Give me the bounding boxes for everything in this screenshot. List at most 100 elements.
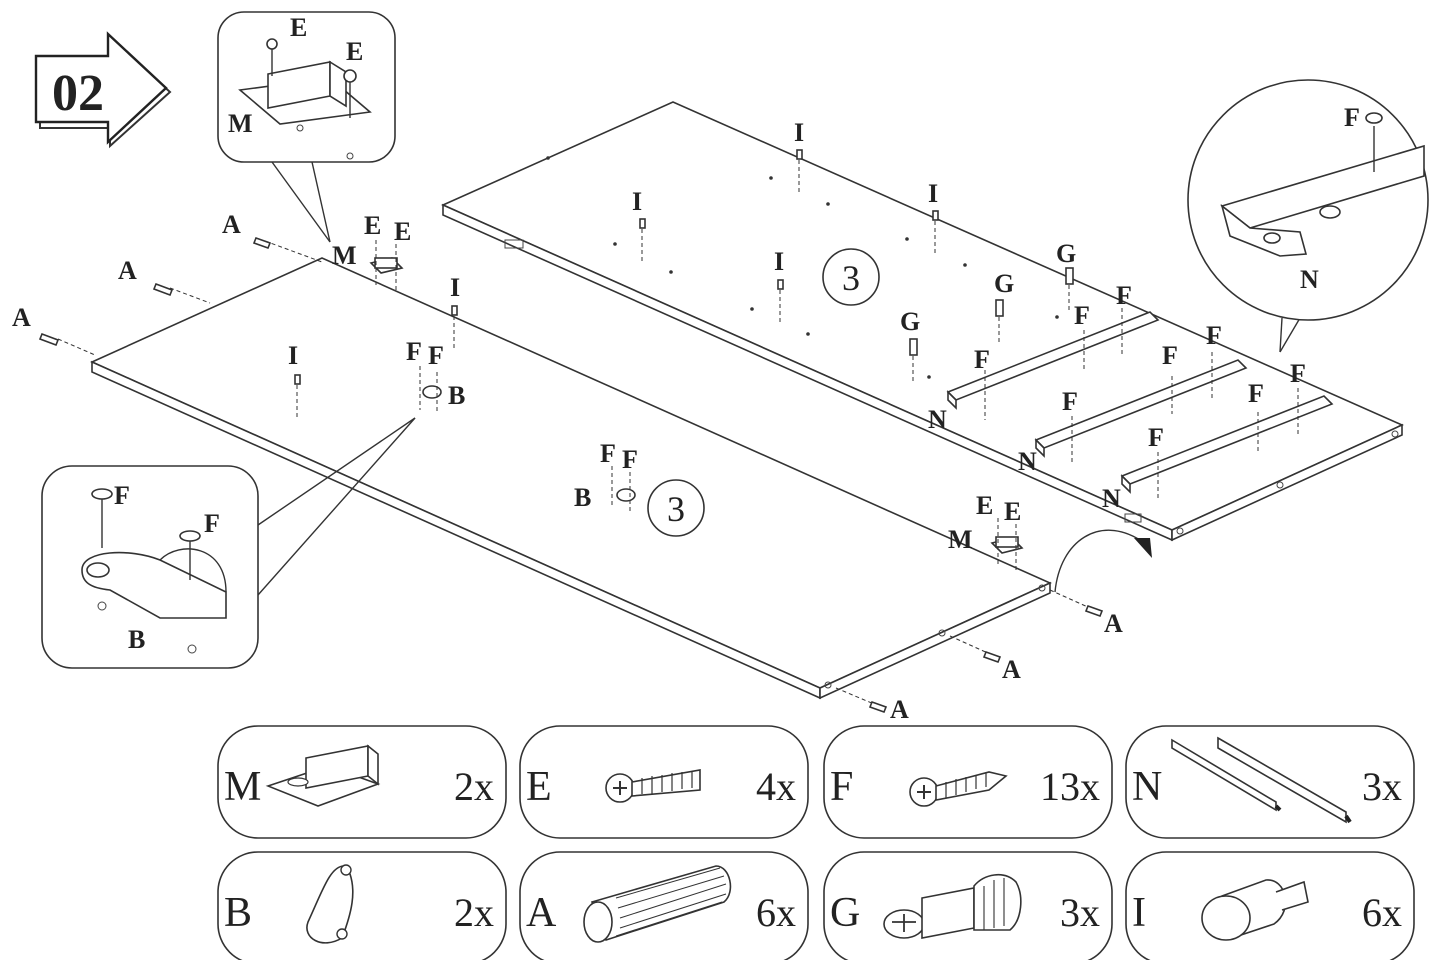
- label-n: N: [1102, 484, 1121, 513]
- drawer-rail-icon: [1171, 736, 1352, 824]
- part-letter: E: [526, 764, 552, 810]
- drawer-rails: F F F F F F F F F N N N: [928, 281, 1334, 513]
- front-panel: [90, 257, 1052, 700]
- label-i: I: [632, 187, 642, 216]
- label-e: E: [290, 13, 307, 42]
- label-f: F: [1206, 321, 1222, 350]
- label-f: F: [1344, 103, 1360, 132]
- callout-rail-detail: F N: [1187, 79, 1429, 353]
- label-e: E: [364, 211, 381, 240]
- dowels-right: A A A: [835, 589, 1123, 724]
- part-letter: I: [1132, 890, 1146, 936]
- callout-hanger-detail: F F B: [41, 417, 416, 669]
- part-box-n: N 3x: [1125, 725, 1415, 839]
- magnet-catch-icon: [265, 744, 381, 807]
- label-f: F: [600, 439, 616, 468]
- label-f: F: [1148, 423, 1164, 452]
- label-a: A: [222, 210, 241, 239]
- wood-dowel-icon: [583, 865, 732, 943]
- shelf-pin-icon: [1201, 879, 1309, 941]
- label-e: E: [394, 217, 411, 246]
- part-box-e: E 4x: [519, 725, 809, 839]
- panel-quantity-front: 3: [647, 479, 705, 537]
- label-m: M: [948, 525, 973, 554]
- part-quantity: 4x: [756, 764, 796, 809]
- part-letter: M: [224, 764, 261, 810]
- label-f: F: [1162, 341, 1178, 370]
- label-f: F: [204, 509, 220, 538]
- magnet-catch-right: E E M: [948, 491, 1024, 570]
- label-a: A: [1002, 655, 1021, 684]
- cam-bolts: G G G: [900, 239, 1076, 384]
- hanger-bracket-middle: F F B: [574, 439, 638, 512]
- machine-screw-icon: [605, 769, 701, 803]
- label-i: I: [288, 341, 298, 370]
- step-number: 02: [52, 65, 104, 122]
- label-b: B: [574, 483, 591, 512]
- magnet-catch-left: E E M: [332, 211, 411, 292]
- label-f: F: [622, 445, 638, 474]
- part-box-a: A 6x: [519, 851, 809, 960]
- label-i: I: [928, 179, 938, 208]
- part-quantity: 2x: [454, 890, 494, 935]
- label-e: E: [346, 37, 363, 66]
- label-f: F: [1116, 281, 1132, 310]
- label-f: F: [406, 337, 422, 366]
- part-quantity: 6x: [756, 890, 796, 935]
- panel-quantity: 3: [667, 489, 685, 529]
- label-g: G: [1056, 239, 1076, 268]
- part-letter: A: [526, 890, 557, 936]
- part-quantity: 13x: [1040, 764, 1100, 809]
- part-quantity: 3x: [1060, 890, 1100, 935]
- label-i: I: [450, 273, 460, 302]
- hanger-bracket-left: F F B: [406, 337, 465, 412]
- label-b: B: [448, 381, 465, 410]
- part-letter: B: [224, 890, 252, 936]
- label-b: B: [128, 625, 145, 654]
- back-panel: [441, 101, 1404, 542]
- label-a: A: [12, 303, 31, 332]
- label-a: A: [118, 256, 137, 285]
- wood-screw-icon: [909, 771, 1008, 807]
- label-e: E: [976, 491, 993, 520]
- shelf-pins: I I I I I I: [288, 118, 939, 418]
- label-e: E: [1004, 497, 1021, 526]
- step-badge: 02: [34, 31, 172, 149]
- part-box-m: M 2x: [217, 725, 507, 839]
- label-f: F: [1290, 359, 1306, 388]
- part-box-f: F 13x: [823, 725, 1113, 839]
- label-g: G: [994, 269, 1014, 298]
- label-a: A: [1104, 609, 1123, 638]
- part-letter: N: [1132, 764, 1162, 810]
- part-quantity: 6x: [1362, 890, 1402, 935]
- flip-arrow-icon: [1054, 529, 1152, 593]
- part-letter: G: [830, 890, 860, 936]
- label-i: I: [794, 118, 804, 147]
- label-m: M: [228, 109, 253, 138]
- dowels-left: A A A: [12, 210, 323, 356]
- label-f: F: [428, 341, 444, 370]
- label-m: M: [332, 241, 357, 270]
- label-f: F: [1062, 387, 1078, 416]
- part-letter: F: [830, 764, 853, 810]
- label-a: A: [890, 695, 909, 724]
- label-f: F: [114, 481, 130, 510]
- panel-quantity: 3: [842, 258, 860, 298]
- hanger-bracket-icon: [306, 864, 354, 944]
- cam-bolt-icon: [883, 874, 1022, 939]
- panel-quantity-back: 3: [822, 248, 880, 306]
- label-f: F: [1074, 301, 1090, 330]
- label-n: N: [1300, 265, 1319, 294]
- label-n: N: [1018, 447, 1037, 476]
- callout-magnet-detail: E E M: [217, 11, 396, 243]
- label-n: N: [928, 405, 947, 434]
- part-box-g: G 3x: [823, 851, 1113, 960]
- part-box-i: I 6x: [1125, 851, 1415, 960]
- label-f: F: [974, 345, 990, 374]
- part-quantity: 2x: [454, 764, 494, 809]
- label-i: I: [774, 247, 784, 276]
- label-g: G: [900, 307, 920, 336]
- part-box-b: B 2x: [217, 851, 507, 960]
- part-quantity: 3x: [1362, 764, 1402, 809]
